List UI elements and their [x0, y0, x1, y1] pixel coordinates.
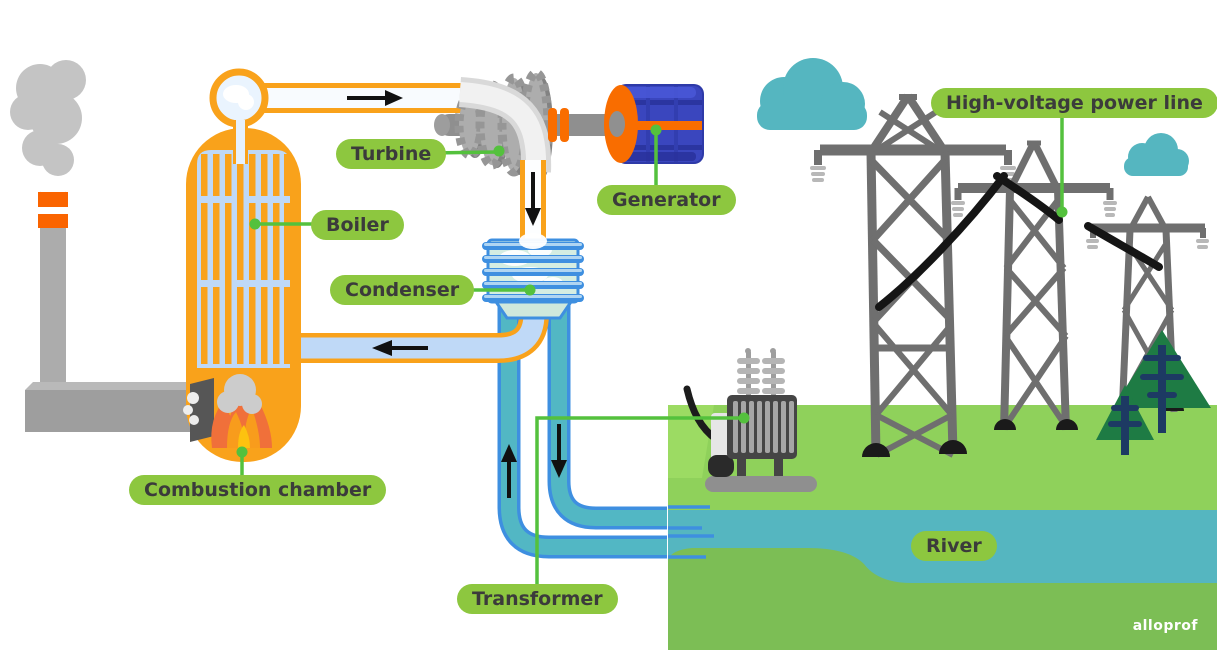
tree-back [1113, 330, 1211, 433]
steam-flow-down-arrow [525, 172, 541, 226]
leader-dots [236, 124, 1068, 458]
label-condenser: Condenser [330, 275, 475, 305]
leader-lines [240, 118, 1064, 585]
alloprof-watermark: alloprof [1132, 618, 1198, 634]
shaft-coupling [548, 108, 569, 142]
tree-front [1096, 385, 1154, 455]
label-combustion-chamber: Combustion chamber [129, 475, 387, 505]
cloud-small-icon [1124, 133, 1189, 176]
cooling-pipes [497, 304, 714, 559]
steam-flow-right-arrow [347, 90, 403, 106]
tower-1-feet [862, 440, 967, 457]
power-tower-1 [814, 93, 1012, 458]
tower-3-insulators [1086, 239, 1209, 249]
generator [604, 84, 704, 164]
label-generator: Generator [597, 185, 736, 215]
power-tower-2 [954, 140, 1114, 431]
label-river: River [911, 531, 997, 561]
label-turbine: Turbine [336, 139, 447, 169]
cooling-water-up-arrow [501, 444, 517, 498]
label-high-voltage-line: High-voltage power line [931, 88, 1217, 118]
smokestack-smoke [10, 60, 86, 176]
tower-2-feet [994, 419, 1078, 430]
smokestack [38, 176, 68, 390]
tower-2-insulators [951, 201, 1117, 217]
tower-1-insulators [810, 166, 1016, 182]
river-bank [668, 548, 1217, 650]
power-cables [875, 172, 1163, 311]
steam-drum [209, 68, 269, 164]
cooling-water-down-arrow [551, 424, 567, 478]
cloud-large-icon [757, 58, 867, 130]
chamber-smoke-icon [217, 374, 262, 414]
label-boiler: Boiler [311, 210, 404, 240]
transformer [705, 348, 817, 492]
label-transformer: Transformer [457, 584, 618, 614]
combustion-chamber [183, 374, 272, 448]
condenser [482, 233, 584, 320]
turbine [454, 68, 553, 182]
condensate-left-arrow [372, 340, 428, 356]
boiler [186, 128, 301, 462]
